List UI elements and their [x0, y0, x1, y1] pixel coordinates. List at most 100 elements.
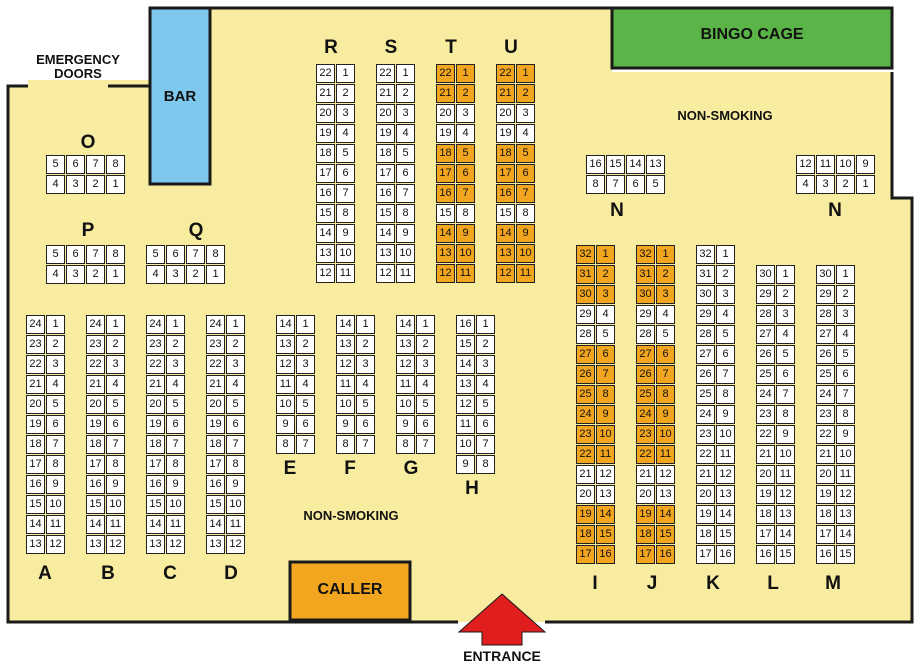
seat[interactable]: 13 — [836, 505, 855, 524]
seat[interactable]: 29 — [816, 285, 835, 304]
seat[interactable]: 17 — [26, 455, 45, 474]
seat[interactable]: 5 — [476, 395, 495, 414]
seat[interactable]: 13 — [646, 155, 665, 174]
seat[interactable]: 4 — [476, 375, 495, 394]
seat[interactable]: 19 — [26, 415, 45, 434]
seat[interactable]: 11 — [516, 264, 535, 283]
seat[interactable]: 10 — [336, 395, 355, 414]
seat[interactable]: 8 — [336, 204, 355, 223]
seat[interactable]: 6 — [296, 415, 315, 434]
seat[interactable]: 10 — [456, 435, 475, 454]
seat[interactable]: 7 — [106, 435, 125, 454]
seat[interactable]: 14 — [626, 155, 645, 174]
seat[interactable]: 22 — [86, 355, 105, 374]
seat[interactable]: 16 — [756, 545, 775, 564]
seat[interactable]: 5 — [226, 395, 245, 414]
seat[interactable]: 7 — [416, 435, 435, 454]
seat[interactable]: 6 — [166, 415, 185, 434]
seat[interactable]: 21 — [636, 465, 655, 484]
seat[interactable]: 8 — [476, 455, 495, 474]
seat[interactable]: 5 — [396, 144, 415, 163]
seat[interactable]: 14 — [836, 525, 855, 544]
seat[interactable]: 5 — [46, 245, 65, 264]
seat[interactable]: 15 — [456, 335, 475, 354]
seat[interactable]: 5 — [46, 155, 65, 174]
seat[interactable]: 23 — [206, 335, 225, 354]
seat[interactable]: 1 — [46, 315, 65, 334]
seat[interactable]: 12 — [596, 465, 615, 484]
seat[interactable]: 11 — [456, 415, 475, 434]
seat[interactable]: 19 — [696, 505, 715, 524]
seat[interactable]: 11 — [336, 375, 355, 394]
seat[interactable]: 13 — [656, 485, 675, 504]
seat[interactable]: 27 — [696, 345, 715, 364]
seat[interactable]: 1 — [416, 315, 435, 334]
seat[interactable]: 15 — [836, 545, 855, 564]
seat[interactable]: 8 — [226, 455, 245, 474]
seat[interactable]: 16 — [586, 155, 605, 174]
seat[interactable]: 7 — [476, 435, 495, 454]
seat[interactable]: 4 — [166, 375, 185, 394]
seat[interactable]: 21 — [756, 445, 775, 464]
seat[interactable]: 6 — [66, 245, 85, 264]
seat[interactable]: 8 — [106, 155, 125, 174]
seat[interactable]: 10 — [166, 495, 185, 514]
seat[interactable]: 12 — [106, 535, 125, 554]
seat[interactable]: 17 — [206, 455, 225, 474]
seat[interactable]: 16 — [656, 545, 675, 564]
seat[interactable]: 3 — [596, 285, 615, 304]
seat[interactable]: 3 — [66, 175, 85, 194]
seat[interactable]: 2 — [836, 285, 855, 304]
seat[interactable]: 12 — [836, 485, 855, 504]
seat[interactable]: 1 — [716, 245, 735, 264]
seat[interactable]: 5 — [646, 175, 665, 194]
seat[interactable]: 7 — [46, 435, 65, 454]
seat[interactable]: 18 — [206, 435, 225, 454]
seat[interactable]: 5 — [776, 345, 795, 364]
seat[interactable]: 21 — [206, 375, 225, 394]
seat[interactable]: 6 — [656, 345, 675, 364]
seat[interactable]: 3 — [336, 104, 355, 123]
seat[interactable]: 12 — [496, 264, 515, 283]
seat[interactable]: 27 — [576, 345, 595, 364]
seat[interactable]: 10 — [516, 244, 535, 263]
seat[interactable]: 4 — [356, 375, 375, 394]
seat[interactable]: 12 — [716, 465, 735, 484]
seat[interactable]: 16 — [716, 545, 735, 564]
seat[interactable]: 7 — [836, 385, 855, 404]
seat[interactable]: 9 — [46, 475, 65, 494]
seat[interactable]: 11 — [596, 445, 615, 464]
seat[interactable]: 13 — [716, 485, 735, 504]
seat[interactable]: 15 — [26, 495, 45, 514]
seat[interactable]: 22 — [436, 64, 455, 83]
seat[interactable]: 32 — [696, 245, 715, 264]
seat[interactable]: 10 — [596, 425, 615, 444]
seat[interactable]: 26 — [636, 365, 655, 384]
seat[interactable]: 7 — [356, 435, 375, 454]
seat[interactable]: 15 — [656, 525, 675, 544]
seat[interactable]: 31 — [576, 265, 595, 284]
seat[interactable]: 14 — [86, 515, 105, 534]
seat[interactable]: 22 — [496, 64, 515, 83]
seat[interactable]: 20 — [436, 104, 455, 123]
seat[interactable]: 2 — [596, 265, 615, 284]
seat[interactable]: 12 — [436, 264, 455, 283]
seat[interactable]: 8 — [106, 455, 125, 474]
seat[interactable]: 24 — [636, 405, 655, 424]
seat[interactable]: 21 — [26, 375, 45, 394]
seat[interactable]: 18 — [146, 435, 165, 454]
seat[interactable]: 4 — [796, 175, 815, 194]
seat[interactable]: 2 — [186, 265, 205, 284]
seat[interactable]: 9 — [456, 455, 475, 474]
seat[interactable]: 8 — [396, 204, 415, 223]
seat[interactable]: 8 — [456, 204, 475, 223]
seat[interactable]: 19 — [376, 124, 395, 143]
seat[interactable]: 4 — [46, 375, 65, 394]
seat[interactable]: 1 — [226, 315, 245, 334]
seat[interactable]: 25 — [636, 385, 655, 404]
seat[interactable]: 12 — [456, 395, 475, 414]
seat[interactable]: 24 — [86, 315, 105, 334]
seat[interactable]: 18 — [496, 144, 515, 163]
seat[interactable]: 20 — [376, 104, 395, 123]
seat[interactable]: 17 — [576, 545, 595, 564]
